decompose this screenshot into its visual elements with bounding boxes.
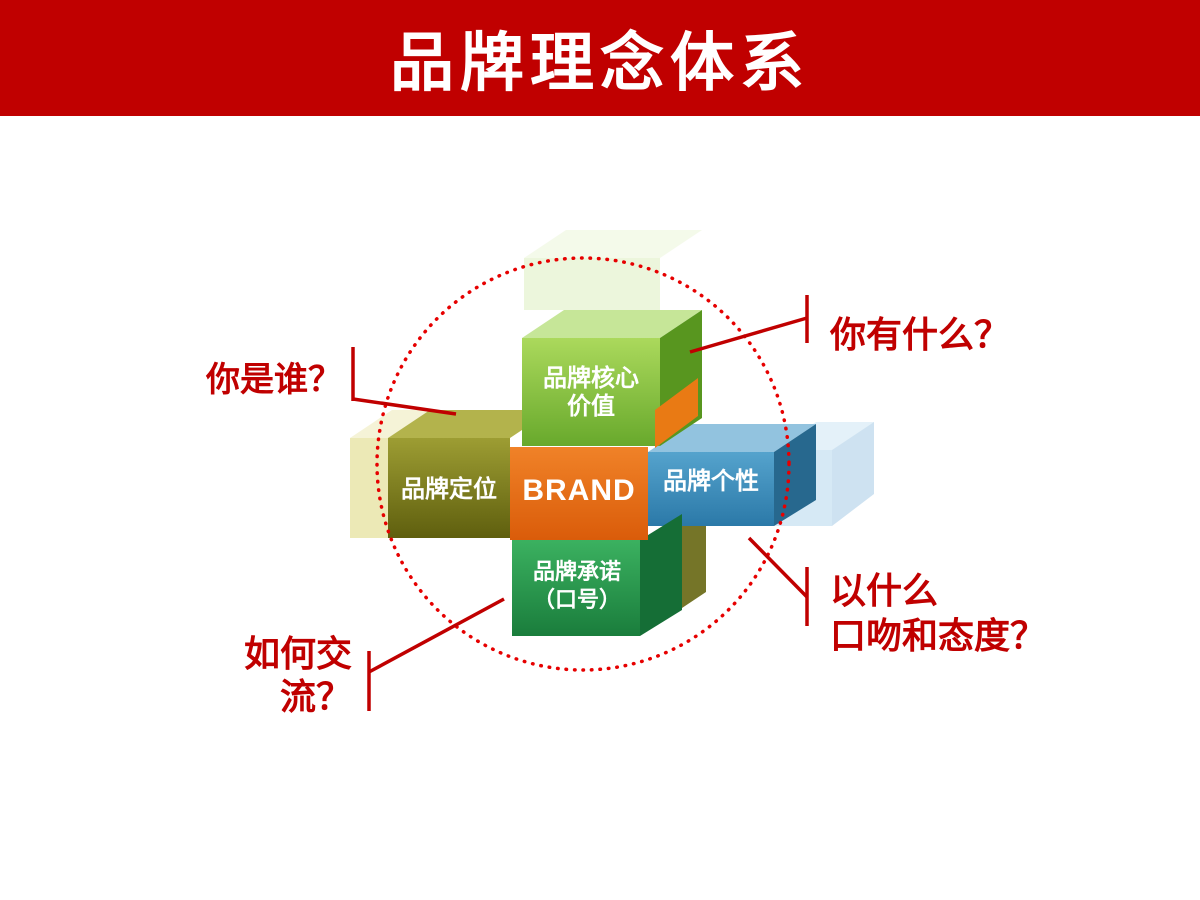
what-diagonal-line xyxy=(689,316,808,354)
tone-diagonal-line xyxy=(747,536,809,599)
annotation-how-line2: 流？ xyxy=(279,676,352,717)
who-diagonal-line xyxy=(352,397,457,416)
top-cube-label-line2: 价值 xyxy=(567,392,615,420)
top-cube-front-face xyxy=(522,338,660,446)
annotation-how-communicate: 如何交 流？ xyxy=(200,632,352,718)
annotation-how-line1: 如何交 xyxy=(243,633,352,674)
right-cube-label: 品牌个性 xyxy=(663,467,759,495)
bottom-cube: 品牌承诺 （口号） xyxy=(512,514,682,636)
center-cube-front-face xyxy=(510,447,648,540)
center-cube-back-sliver xyxy=(655,378,698,448)
top-cube-label-line1: 品牌核心 xyxy=(543,364,639,392)
ghost-left-front xyxy=(350,438,388,538)
right-cube-side-face xyxy=(774,424,816,526)
ghost-left-top xyxy=(350,410,430,438)
bottom-cube-label-line1: 品牌承诺 xyxy=(533,559,621,584)
left-cube: 品牌定位 xyxy=(388,410,552,538)
center-cube: BRAND xyxy=(510,447,648,540)
ghost-top-front xyxy=(524,258,660,310)
left-cube-label: 品牌定位 xyxy=(401,475,497,503)
left-cube-front-face xyxy=(388,438,510,538)
annotation-tone-line2: 口吻和态度？ xyxy=(830,615,1047,656)
connector-lines xyxy=(351,295,809,711)
right-cube-top-face xyxy=(648,424,816,452)
right-cube-front-face xyxy=(648,452,774,526)
ghost-right-side xyxy=(832,422,874,526)
how-diagonal-line xyxy=(368,597,505,674)
center-cube-label: BRAND xyxy=(522,474,635,507)
annotation-tone-line1: 以什么 xyxy=(830,570,939,611)
bottom-cube-front-face xyxy=(512,540,640,636)
bottom-cube-label-line2: （口号） xyxy=(533,587,621,612)
ghost-top-top xyxy=(524,230,702,258)
left-cube-top-face xyxy=(388,410,552,438)
bottom-cube-side-face xyxy=(640,514,682,636)
annotation-what-do-you-have: 你有什么？ xyxy=(830,314,1011,355)
title-banner: 品牌理念体系 xyxy=(0,0,1200,116)
dotted-circle xyxy=(375,256,791,672)
page-title: 品牌理念体系 xyxy=(390,27,810,99)
top-cube-top-face xyxy=(522,310,702,338)
right-cube: 品牌个性 xyxy=(648,424,816,526)
annotation-tone-attitude: 以什么 口吻和态度？ xyxy=(830,568,1046,658)
annotation-who-are-you: 你是谁？ xyxy=(206,361,342,399)
